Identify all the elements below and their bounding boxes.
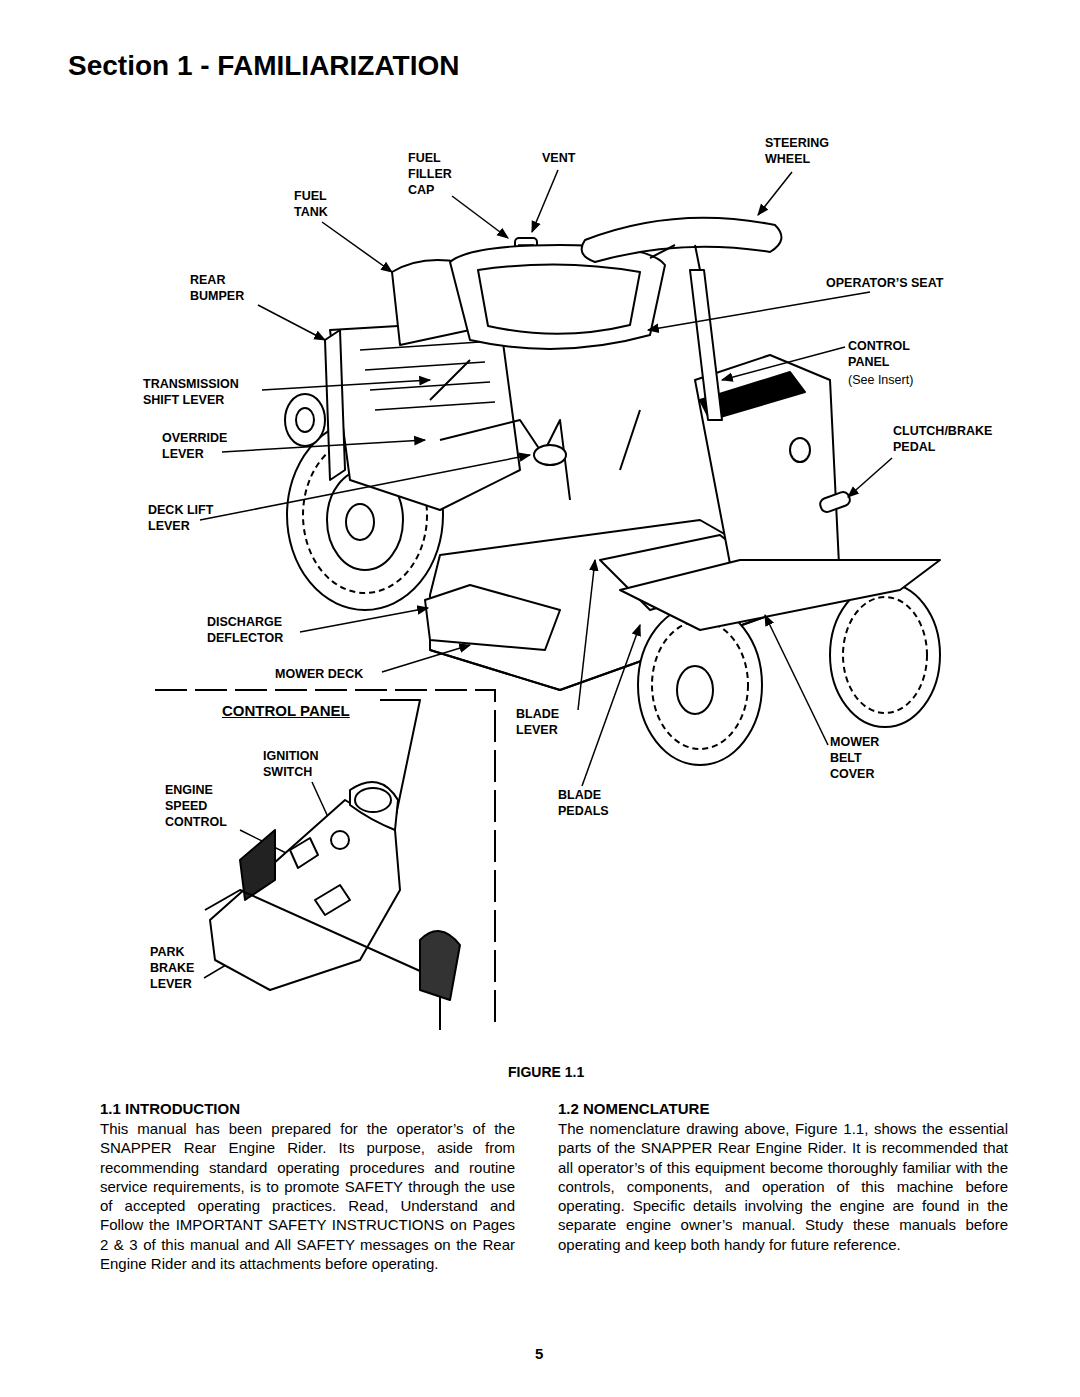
callout-label: FUEL FILLER CAP (408, 150, 464, 198)
callout-label: VENT (542, 150, 575, 166)
callout-label: MOWER DECK (275, 666, 363, 682)
callout-label: PARK BRAKE LEVER (150, 944, 202, 992)
operator-seat (450, 245, 665, 349)
callout-label: IGNITION SWITCH (263, 748, 335, 780)
figure-caption: FIGURE 1.1 (508, 1064, 584, 1080)
section-title: Section 1 - FAMILIARIZATION (68, 50, 459, 82)
front-wheel (830, 583, 940, 727)
page-number: 5 (535, 1345, 543, 1362)
callout-label: MOWER BELT COVER (830, 734, 895, 782)
body-paragraph: This manual has been prepared for the op… (100, 1119, 515, 1273)
section-heading: 1.2 NOMENCLATURE (558, 1100, 709, 1117)
callout-label: FUEL TANK (294, 188, 342, 220)
control-panel-inset (205, 700, 460, 1030)
callout-label: BLADE LEVER (516, 706, 571, 738)
callout-label: REAR BUMPER (190, 272, 260, 304)
callout-label: TRANSMISSION SHIFT LEVER (143, 376, 261, 408)
discharge-deflector (425, 585, 560, 650)
engine (330, 320, 520, 510)
body-paragraph: The nomenclature drawing above, Figure 1… (558, 1119, 1008, 1254)
callout-label: DISCHARGE DEFLECTOR (207, 614, 299, 646)
air-cleaner (285, 394, 325, 446)
callout-label: OPERATOR’S SEAT (826, 275, 943, 291)
callout-label: ENGINE SPEED CONTROL (165, 782, 243, 830)
steering-wheel (582, 218, 782, 262)
inset-heading: CONTROL PANEL (222, 702, 350, 719)
callout-label: CONTROL PANEL (848, 338, 918, 370)
section-heading: 1.1 INTRODUCTION (100, 1100, 240, 1117)
callout-label: CLUTCH/BRAKE PEDAL (893, 423, 1003, 455)
callout-label: STEERING WHEEL (765, 135, 845, 167)
callout-note: (See Insert) (848, 372, 913, 388)
callout-label: BLADE PEDALS (558, 787, 628, 819)
callout-label: DECK LIFT LEVER (148, 502, 223, 534)
callout-label: OVERRIDE LEVER (162, 430, 237, 462)
